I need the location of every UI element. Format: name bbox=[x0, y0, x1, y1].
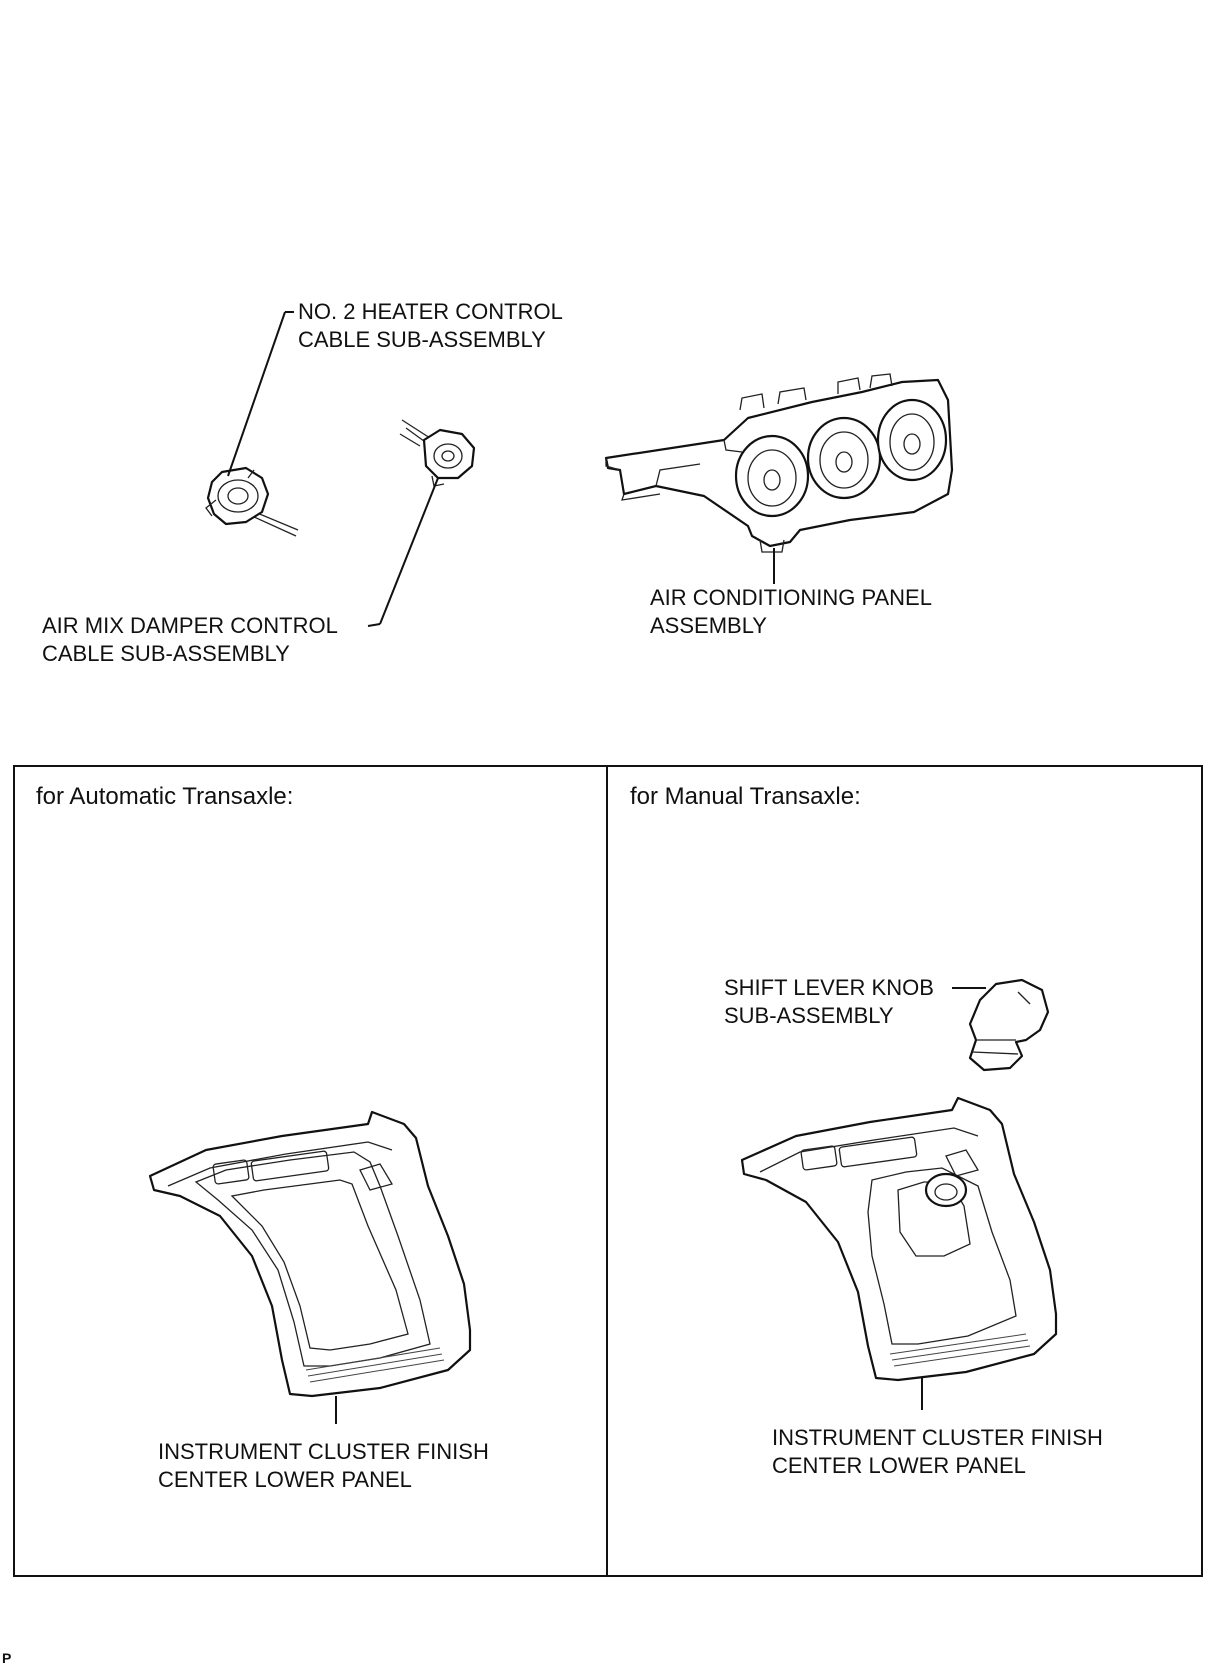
auto-console-panel-part bbox=[148, 1110, 472, 1398]
heater-cable-label: NO. 2 HEATER CONTROL CABLE SUB-ASSEMBLY bbox=[298, 299, 563, 352]
manual-panel-label: INSTRUMENT CLUSTER FINISH CENTER LOWER P… bbox=[772, 1425, 1103, 1478]
ac-panel-label: AIR CONDITIONING PANEL ASSEMBLY bbox=[650, 585, 932, 638]
manual-console-panel-part bbox=[740, 1096, 1058, 1382]
air-mix-cable-leader bbox=[379, 477, 439, 625]
shift-lever-knob-part bbox=[968, 978, 1050, 1072]
manual-transaxle-title: for Manual Transaxle: bbox=[630, 783, 861, 810]
heater-control-cable-part bbox=[205, 466, 299, 537]
corner-mark: P bbox=[2, 1650, 12, 1666]
shift-knob-label: SHIFT LEVER KNOB SUB-ASSEMBLY bbox=[724, 975, 934, 1028]
heater-cable-leader bbox=[227, 311, 286, 477]
air-mix-damper-cable-part bbox=[399, 419, 476, 487]
air-mix-cable-label: AIR MIX DAMPER CONTROL CABLE SUB-ASSEMBL… bbox=[42, 613, 338, 666]
air-conditioning-panel-part bbox=[604, 373, 954, 553]
automatic-transaxle-title: for Automatic Transaxle: bbox=[36, 783, 294, 810]
auto-panel-label: INSTRUMENT CLUSTER FINISH CENTER LOWER P… bbox=[158, 1439, 489, 1492]
